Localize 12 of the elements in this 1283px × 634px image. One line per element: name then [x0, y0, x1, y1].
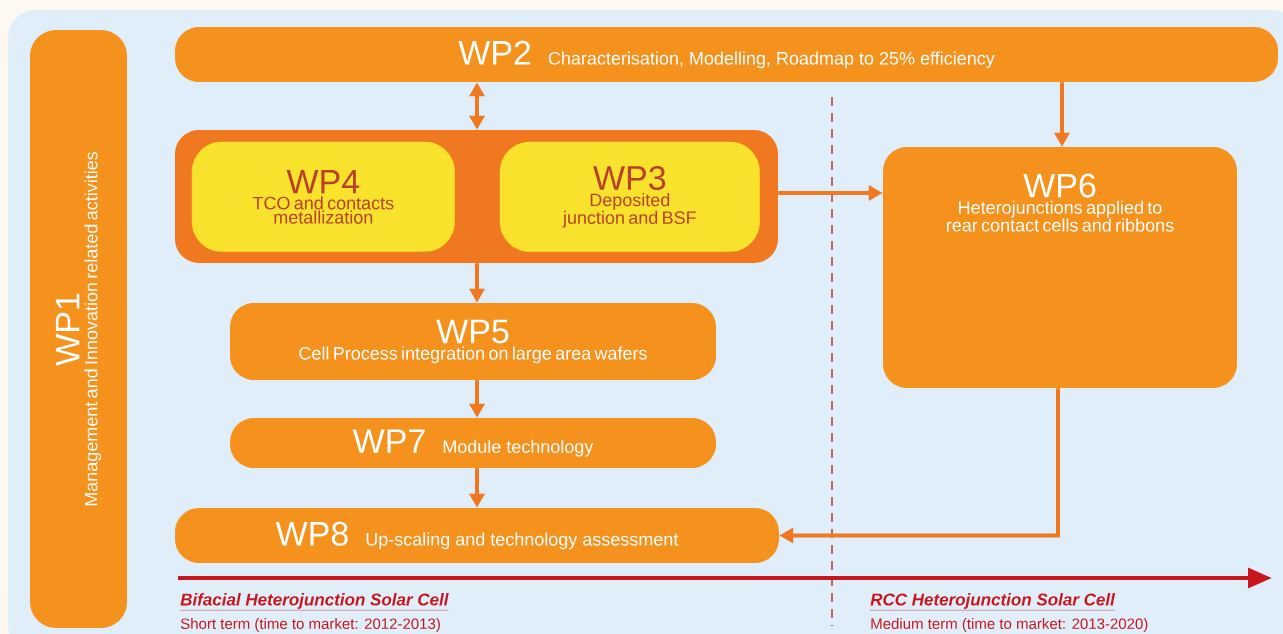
work-package-box: WP5 Cell Process integration on large area wafers: [230, 303, 716, 380]
side-bar: WP1 Management and Innovation related activities: [30, 30, 127, 628]
work-package-bar: WP7 Module technology: [230, 418, 716, 468]
phase-title: RCC Heterojunction Solar Cell: [870, 593, 1116, 611]
work-package-bar: WP8 Up-scaling and technology assessment: [175, 508, 779, 563]
work-package-box: WP4 TCO and contacts metallization: [191, 141, 455, 252]
work-package-bar: WP2 Characterisation, Modelling, Roadmap to 25% efficiency: [175, 27, 1278, 82]
phase-note: Medium term (time to market: 2013-2020): [871, 618, 1148, 632]
phase-title: Bifacial Heterojunction Solar Cell: [180, 593, 449, 611]
phase-note: Short term (time to market: 2012-2013): [180, 618, 440, 632]
work-package-box: WP6 Heterojunctions applied to rear contact cells and ribbons: [883, 147, 1237, 388]
work-package-box: WP3 Deposited junction and BSF: [499, 141, 760, 252]
